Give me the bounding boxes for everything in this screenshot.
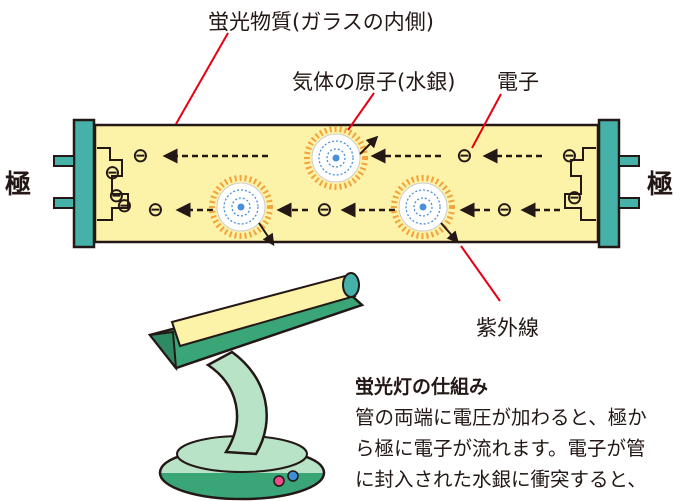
- electron-symbol: ⊖: [147, 197, 164, 221]
- gas-atom-label: 気体の原子(水銀): [292, 70, 456, 94]
- description-line: 管の両端に電圧が加わると、極か: [355, 406, 647, 429]
- desk-lamp-illustration: [147, 272, 365, 501]
- electrode-label-right: 極: [647, 170, 674, 200]
- left-pins: [53, 155, 75, 209]
- electron-flow-arrows: [162, 148, 560, 218]
- filament-left: [97, 147, 129, 221]
- electron-label: 電子: [497, 70, 539, 94]
- tube-cap-right: [597, 118, 621, 249]
- electron-symbol: ⊖: [316, 197, 333, 221]
- phosphor-label: 蛍光物質(ガラスの内側): [208, 10, 434, 34]
- description-body: 管の両端に電圧が加わると、極か ら極に電子が流れます。電子が管 に封入された水銀…: [355, 402, 685, 495]
- description-line: ら極に電子が流れます。電子が管: [355, 437, 646, 460]
- electron-symbol: ⊖: [456, 143, 473, 167]
- ultraviolet-label: 紫外線: [476, 316, 539, 340]
- right-pins: [618, 155, 640, 209]
- description-title: 蛍光灯の仕組み: [355, 376, 489, 398]
- mercury-atom: [209, 175, 275, 246]
- electrode-label-left: 極: [5, 170, 32, 200]
- electron-symbol: ⊖: [496, 197, 513, 221]
- mercury-atom: [391, 175, 459, 244]
- tube-cap-left: [72, 118, 96, 249]
- electron-symbol: ⊖: [108, 183, 125, 207]
- mercury-atom: [304, 126, 379, 190]
- electron-symbol: ⊖: [104, 160, 121, 184]
- ultraviolet-pointer: [460, 245, 501, 302]
- description-line: に封入された水銀に衝突すると、: [355, 468, 647, 491]
- electron-symbol: ⊖: [132, 143, 149, 167]
- electron-symbol: ⊖: [566, 185, 583, 209]
- gas-atom-pointer: [347, 92, 375, 131]
- electron-symbol: ⊖: [561, 143, 578, 167]
- electron-pointer: [471, 93, 502, 149]
- phosphor-pointer: [175, 32, 229, 125]
- filament-right: [564, 147, 596, 221]
- electron-symbol: ⊖: [116, 193, 133, 217]
